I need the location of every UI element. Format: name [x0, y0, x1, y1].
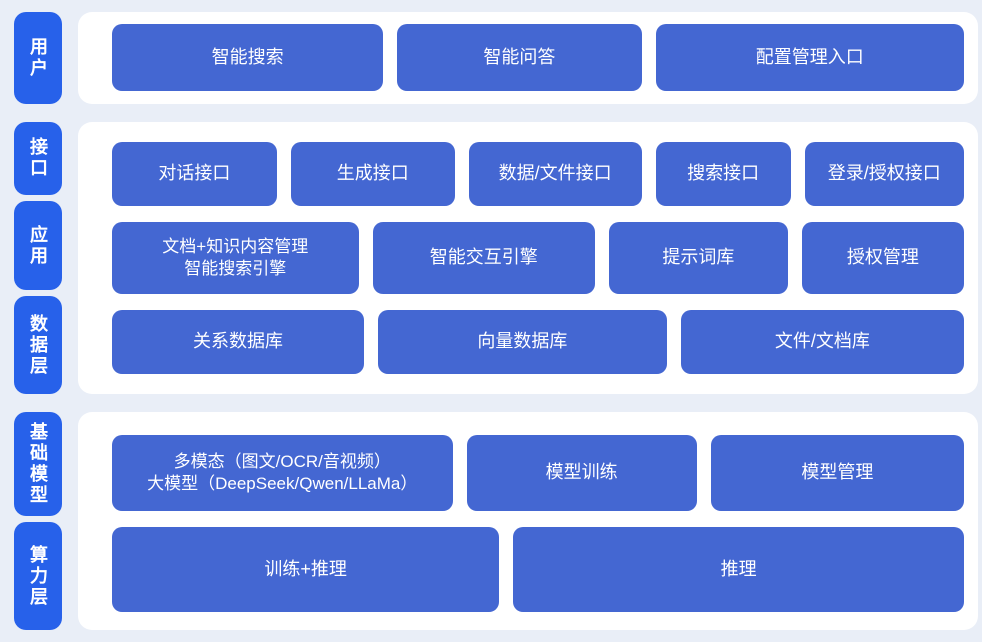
rail-bottom: 基础模型 算力层 — [14, 412, 62, 630]
block-dialog-api: 对话接口 — [112, 142, 277, 207]
panel-bottom: 多模态（图文/OCR/音视频） 大模型（DeepSeek/Qwen/LLaMa）… — [78, 412, 978, 630]
block-line-1: 文档+知识内容管理 — [162, 236, 309, 256]
rail-label-interface: 接口 — [14, 122, 62, 195]
row-data-stores: 关系数据库 向量数据库 文件/文档库 — [112, 309, 964, 375]
rail-label-foundation-model: 基础模型 — [14, 412, 62, 517]
rail-middle: 接口 应用 数据层 — [14, 122, 62, 394]
row-interfaces: 对话接口 生成接口 数据/文件接口 搜索接口 登录/授权接口 — [112, 142, 964, 207]
block-vector-db: 向量数据库 — [377, 309, 667, 375]
block-prompt-library: 提示词库 — [608, 222, 788, 294]
block-training-inference: 训练+推理 — [112, 526, 500, 612]
rail-label-user: 用户 — [14, 12, 62, 104]
section-bottom-layers: 基础模型 算力层 多模态（图文/OCR/音视频） 大模型（DeepSeek/Qw… — [14, 412, 978, 630]
block-doc-knowledge-search-engine: 文档+知识内容管理 智能搜索引擎 — [112, 222, 359, 294]
block-line-2: 大模型（DeepSeek/Qwen/LLaMa） — [147, 473, 418, 493]
block-auth-management: 授权管理 — [801, 222, 964, 294]
rail-label-application: 应用 — [14, 200, 62, 291]
block-smart-qa: 智能问答 — [397, 24, 642, 91]
rail-label-data-layer: 数据层 — [14, 296, 62, 394]
panel-user: 智能搜索 智能问答 配置管理入口 — [78, 12, 978, 104]
block-generation-api: 生成接口 — [290, 142, 455, 207]
block-model-management: 模型管理 — [710, 435, 964, 511]
block-line-2: 智能搜索引擎 — [184, 259, 287, 278]
block-smart-search: 智能搜索 — [112, 24, 384, 91]
block-relational-db: 关系数据库 — [112, 309, 364, 375]
section-user-layer: 用户 智能搜索 智能问答 配置管理入口 — [14, 12, 978, 104]
block-line-1: 多模态（图文/OCR/音视频） — [173, 451, 391, 471]
row-applications: 文档+知识内容管理 智能搜索引擎 智能交互引擎 提示词库 授权管理 — [112, 222, 964, 294]
block-config-management-entry: 配置管理入口 — [655, 24, 964, 91]
row-compute: 训练+推理 推理 — [112, 526, 964, 612]
row-user-entries: 智能搜索 智能问答 配置管理入口 — [112, 24, 964, 91]
panel-middle: 对话接口 生成接口 数据/文件接口 搜索接口 登录/授权接口 文档+知识内容管理… — [78, 122, 978, 394]
rail-label-compute-layer: 算力层 — [14, 522, 62, 630]
block-multimodal-llm: 多模态（图文/OCR/音视频） 大模型（DeepSeek/Qwen/LLaMa） — [112, 435, 453, 511]
block-interaction-engine: 智能交互引擎 — [372, 222, 595, 294]
block-login-auth-api: 登录/授权接口 — [804, 142, 964, 207]
block-search-api: 搜索接口 — [655, 142, 791, 207]
block-data-file-api: 数据/文件接口 — [468, 142, 642, 207]
block-inference: 推理 — [513, 526, 964, 612]
section-middle-layers: 接口 应用 数据层 对话接口 生成接口 数据/文件接口 搜索接口 登录/授权接口… — [14, 122, 978, 394]
rail-user: 用户 — [14, 12, 62, 104]
block-model-training: 模型训练 — [466, 435, 697, 511]
block-file-doc-store: 文件/文档库 — [680, 309, 964, 375]
row-models: 多模态（图文/OCR/音视频） 大模型（DeepSeek/Qwen/LLaMa）… — [112, 435, 964, 511]
